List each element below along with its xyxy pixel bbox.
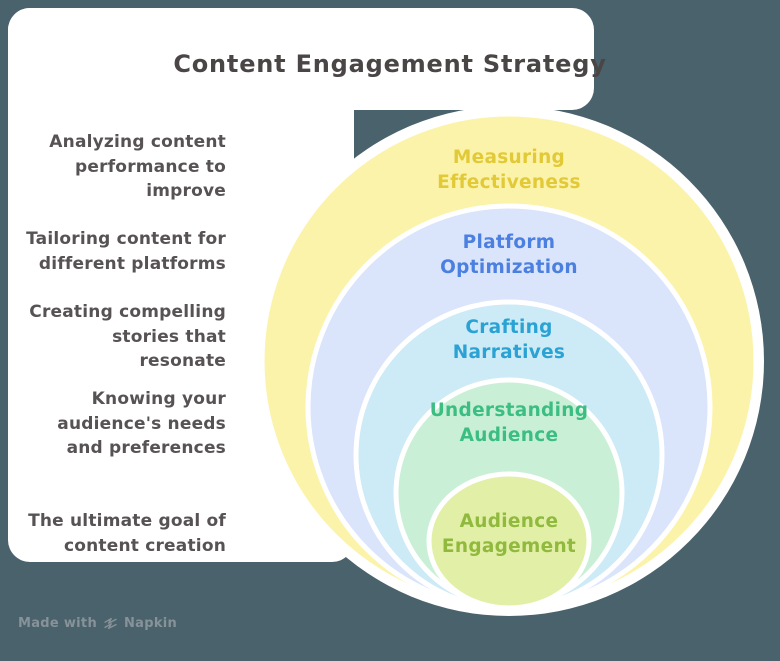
ring-label-line: Engagement — [441, 536, 577, 557]
ring-label-line: Understanding — [429, 400, 589, 421]
label-line: Tailoring content for — [26, 229, 226, 249]
ring-label-line: Effectiveness — [437, 172, 581, 193]
watermark: Made with Napkin — [18, 616, 177, 631]
label-line: stories that — [112, 326, 226, 347]
page-title: Content Engagement Strategy — [173, 50, 607, 78]
label-line: resonate — [139, 351, 226, 371]
ring-label-understanding-audience: Understanding Audience — [359, 398, 659, 448]
ring-label-audience-engagement: Audience Engagement — [359, 509, 659, 559]
left-label-tailoring: Tailoring content for different platform… — [0, 227, 226, 276]
ring-label-line: Audience — [459, 425, 559, 446]
ring-label-crafting-narratives: Crafting Narratives — [359, 315, 659, 365]
label-line: content creation — [63, 535, 226, 556]
watermark-brand: Napkin — [124, 616, 178, 631]
ring-label-line: Audience — [459, 511, 559, 532]
ring-label-line: Platform — [462, 232, 556, 253]
label-line: performance to — [75, 156, 226, 177]
label-line: audience's needs — [57, 413, 226, 434]
left-label-creating: Creating compelling stories that resonat… — [0, 300, 226, 374]
label-line: Knowing your — [91, 389, 226, 409]
ring-audience-engagement — [426, 471, 592, 611]
ring-label-line: Crafting — [465, 317, 553, 338]
left-label-ultimate-goal: The ultimate goal of content creation — [0, 509, 226, 558]
label-line: Creating compelling — [29, 302, 226, 322]
ring-label-line: Optimization — [440, 257, 578, 278]
watermark-prefix: Made with — [18, 616, 97, 631]
label-line: The ultimate goal of — [28, 511, 226, 531]
ring-label-line: Measuring — [452, 147, 566, 168]
ring-label-platform-optimization: Platform Optimization — [359, 230, 659, 280]
label-line: and preferences — [66, 438, 226, 458]
ring-label-measuring-effectiveness: Measuring Effectiveness — [359, 145, 659, 195]
label-line: different platforms — [38, 253, 226, 274]
label-line: improve — [146, 181, 226, 201]
left-label-knowing: Knowing your audience's needs and prefer… — [0, 387, 226, 461]
label-line: Analyzing content — [49, 132, 226, 152]
napkin-logo-icon — [104, 617, 117, 630]
left-label-analyzing: Analyzing content performance to improve — [0, 130, 226, 204]
ring-label-line: Narratives — [452, 342, 566, 363]
